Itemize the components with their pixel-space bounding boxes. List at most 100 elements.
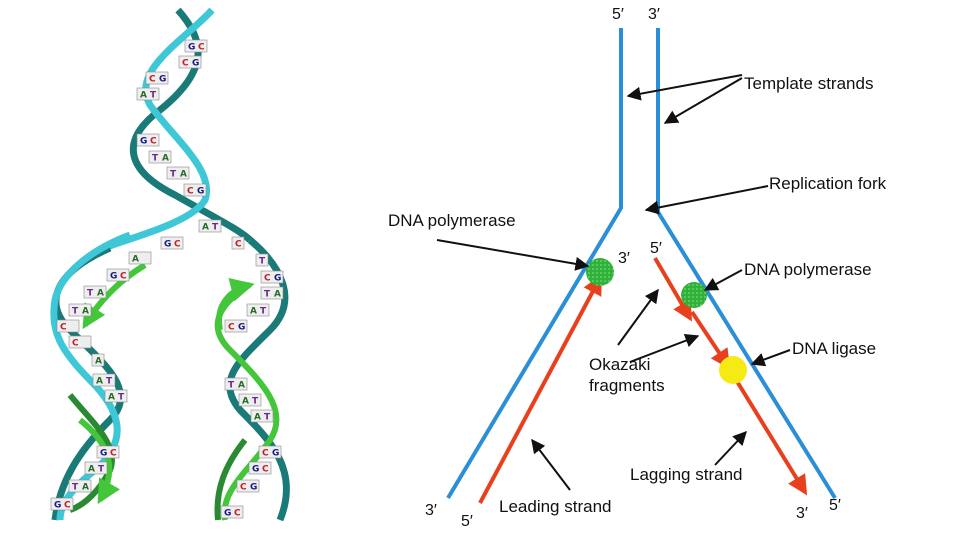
- base-pair-box: [68, 479, 92, 493]
- base-letter: A: [250, 307, 257, 317]
- lagging-strand-label: Lagging strand: [630, 465, 742, 484]
- base-letter: C: [150, 137, 157, 147]
- pointer-polymerase-right: [703, 269, 743, 291]
- base-pair-box: [84, 461, 108, 475]
- pointer-polymerase-left: [436, 239, 590, 271]
- helix-strand-dark: [129, 7, 253, 243]
- base-pair-box: [106, 268, 130, 282]
- base-pair-box: [136, 133, 160, 147]
- pointer-template-left: [626, 74, 743, 101]
- base-pair-box: [92, 373, 116, 387]
- base-letter: C: [264, 274, 271, 284]
- base-pair-box: [224, 319, 248, 333]
- base-letter: G: [100, 449, 107, 459]
- left-new-strand-1: [82, 262, 147, 330]
- base-letter: C: [235, 240, 242, 250]
- base-letter: T: [98, 465, 105, 475]
- base-letter: G: [54, 501, 61, 511]
- base-letter: T: [212, 223, 219, 233]
- base-letter: G: [272, 449, 279, 459]
- base-letter: A: [96, 377, 103, 387]
- base-letter: G: [192, 59, 199, 69]
- base-letter: G: [164, 240, 171, 250]
- top-left-end-label: 5′: [612, 6, 624, 23]
- base-letter: T: [72, 307, 79, 317]
- okazaki-fragment-3: [728, 368, 808, 496]
- base-letter: G: [140, 137, 147, 147]
- base-letter: C: [120, 272, 127, 282]
- base-letter: A: [95, 357, 102, 367]
- bottom-left-5-label: 5′: [461, 513, 473, 530]
- base-pair-box: [246, 303, 270, 317]
- top-right-end-label: 3′: [648, 6, 660, 23]
- leading-strand-label: Leading strand: [499, 497, 611, 516]
- pointer-ligase: [750, 349, 791, 367]
- base-letter: C: [182, 59, 189, 69]
- base-letter: C: [110, 449, 117, 459]
- base-pair-box: [91, 353, 105, 367]
- base-pair-box: [220, 505, 244, 519]
- dna-ligase-label: DNA ligase: [792, 339, 876, 358]
- right-new-strand-2: [214, 438, 248, 521]
- base-letter: G: [159, 75, 166, 85]
- base-letter: G: [188, 43, 195, 53]
- pointer-okazaki-2: [629, 333, 700, 363]
- base-letter: T: [228, 381, 235, 391]
- base-pair-box: [178, 55, 202, 69]
- base-letter: C: [174, 240, 181, 250]
- base-letter: C: [198, 43, 205, 53]
- replication-fork-schematic: 5′ 3′ Template strands Replication fork …: [388, 6, 887, 530]
- base-letter: A: [254, 413, 261, 423]
- base-letter: A: [202, 223, 209, 233]
- base-letter: T: [72, 483, 79, 493]
- base-pair-box: [104, 389, 128, 403]
- base-pair-box: [96, 445, 120, 459]
- pointer-okazaki-1: [617, 288, 659, 346]
- base-letter: T: [260, 307, 267, 317]
- base-letter: A: [88, 465, 95, 475]
- base-pair-box: [260, 286, 284, 300]
- base-pair-box: [250, 409, 274, 423]
- base-letter: A: [108, 393, 115, 403]
- pointer-leading-strand: [531, 438, 571, 491]
- base-letter: T: [106, 377, 113, 387]
- base-pair-box: [128, 251, 152, 265]
- base-letter: T: [252, 397, 259, 407]
- leading-3-end-label: 3′: [618, 250, 630, 267]
- base-letter: A: [238, 381, 245, 391]
- base-letter: C: [240, 483, 247, 493]
- template-strand-left: [446, 28, 623, 500]
- base-pair-box: [260, 270, 284, 284]
- base-letter: A: [162, 154, 169, 164]
- base-letter: C: [262, 465, 269, 475]
- base-letter: G: [250, 483, 257, 493]
- base-pair-box: [184, 39, 208, 53]
- base-letter: T: [259, 257, 266, 267]
- base-letter: T: [170, 170, 177, 180]
- base-letter: T: [150, 91, 157, 101]
- base-letter: C: [187, 187, 194, 197]
- base-letter: A: [132, 255, 139, 265]
- base-letter: A: [82, 307, 89, 317]
- pointer-replication-fork: [644, 185, 769, 215]
- dna-polymerase-left-label: DNA polymerase: [388, 211, 516, 230]
- okazaki-label-line1: Okazaki: [589, 355, 650, 374]
- base-letter: G: [224, 509, 231, 519]
- base-pair-box: [136, 87, 160, 101]
- ligase-blob-icon: [719, 356, 747, 384]
- base-pair-box: [224, 377, 248, 391]
- leading-strand-line: [478, 274, 602, 504]
- base-letter: T: [264, 413, 271, 423]
- bottom-right-5-label: 5′: [829, 497, 841, 514]
- pointer-template-right: [663, 77, 743, 124]
- base-letter: C: [149, 75, 156, 85]
- base-pair-box: [236, 479, 260, 493]
- base-letter: A: [274, 290, 281, 300]
- base-letter: G: [197, 187, 204, 197]
- base-pair-box: [148, 150, 172, 164]
- okazaki-fragment-1: [653, 256, 693, 322]
- base-pair-box: [68, 335, 92, 349]
